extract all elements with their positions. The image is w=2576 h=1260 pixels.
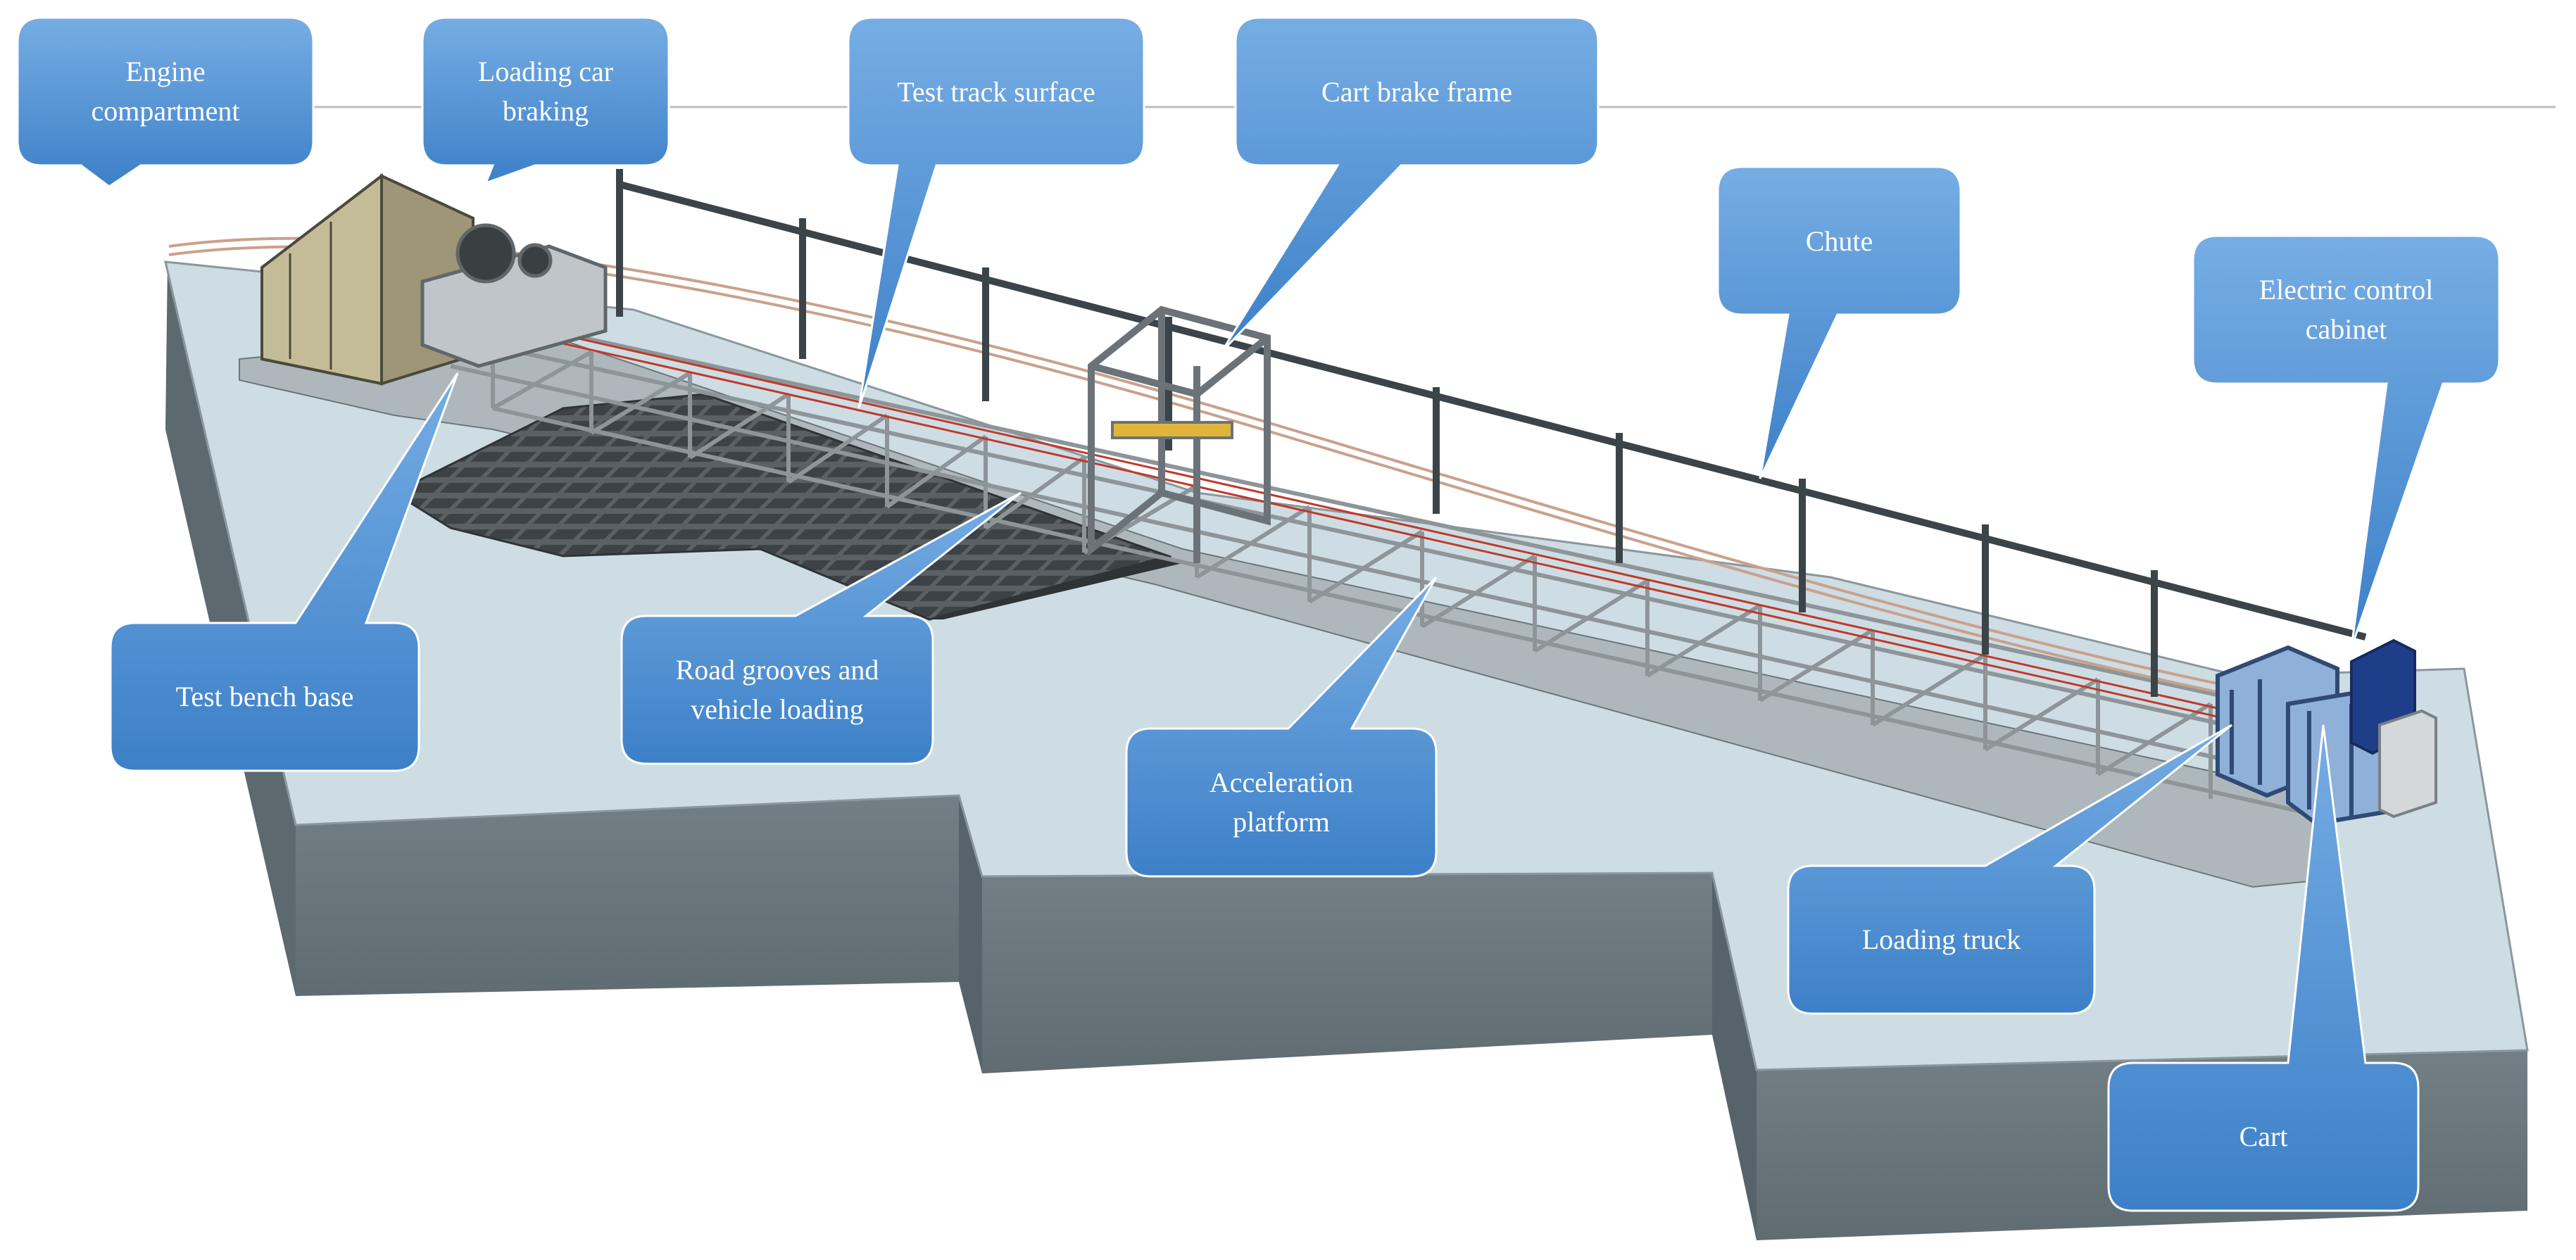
electric-control-cabinet-unit [2350,638,2437,819]
callout-test-bench-base [109,372,459,772]
callout-loading-truck [1787,724,2232,1015]
loading-car-braking-machine [420,223,608,368]
road-grooves-grate [391,393,1183,621]
callout-engine-compartment [16,16,315,188]
callout-electric-control-cabinet [2192,234,2501,648]
callout-acceleration-platform [1125,576,1438,878]
callout-road-grooves [620,491,1022,765]
callout-test-track-surface [847,16,1145,409]
callout-cart [2107,724,2420,1212]
callout-chute [1716,165,1962,479]
callouts [16,16,2501,1212]
callout-loading-car-braking [421,16,670,185]
red-guide-rails [450,308,2324,742]
callout-cart-brake-frame [1220,16,1600,353]
cart-brake-frame-gantry [1088,305,1271,563]
